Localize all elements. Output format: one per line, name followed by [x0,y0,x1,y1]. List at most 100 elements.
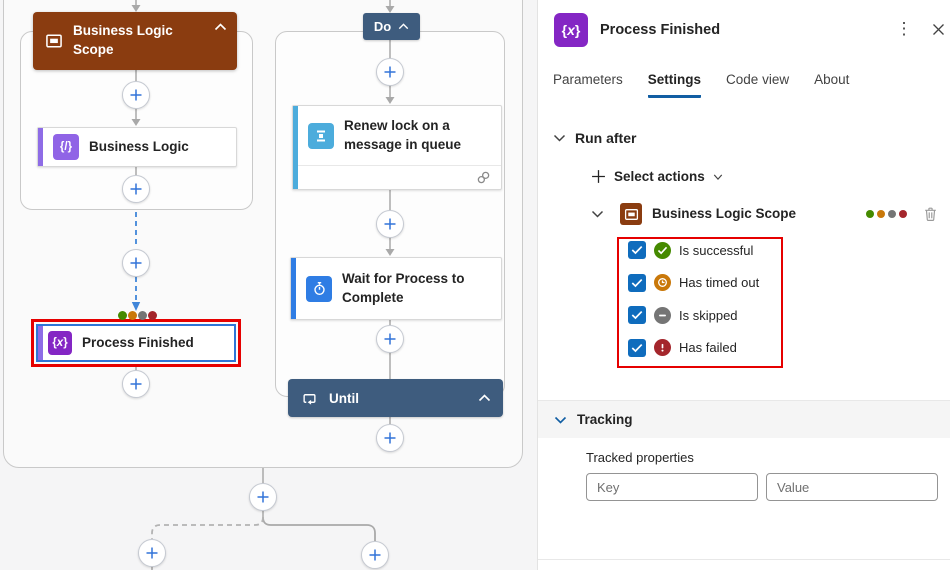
select-actions-label: Select actions [614,169,705,184]
workflow-canvas[interactable]: Business Logic Scope {/} Business Logic … [0,0,537,570]
tab-parameters[interactable]: Parameters [553,72,623,87]
panel-tabs: Parameters Settings Code view About [553,72,849,98]
scope-row-expand-chevron[interactable] [591,209,604,219]
close-icon [932,23,944,35]
collapse-chevron-icon[interactable] [214,22,227,32]
action-details-panel: {x} Process Finished ⋮ Parameters Settin… [537,0,950,570]
status-row: Has failed [628,338,759,357]
skipped-dot [138,311,147,320]
tracking-section-toggle[interactable]: Tracking [538,401,950,438]
action-node-renew-lock[interactable]: Renew lock on a message in queue [292,105,502,190]
insert-action-button[interactable] [249,483,277,511]
tab-about[interactable]: About [814,72,850,87]
timed-out-dot [877,210,885,218]
status-row: Is successful [628,241,759,259]
tracking-label: Tracking [577,412,633,427]
insert-action-button[interactable] [122,370,150,398]
run-after-status-dots [118,311,157,320]
collapse-chevron-icon[interactable] [478,393,491,403]
accent-bar [38,326,43,360]
run-after-section-toggle[interactable]: Run after [553,130,636,146]
insert-action-button[interactable] [361,541,389,569]
succeeded-dot [118,311,127,320]
status-checkbox[interactable] [628,241,646,259]
code-braces-icon: {/} [53,134,79,160]
status-checkbox[interactable] [628,273,646,292]
accent-bar [38,128,43,166]
status-row: Is skipped [628,306,759,324]
status-checkbox[interactable] [628,338,646,357]
scope-node-business-logic-scope[interactable]: Business Logic Scope [33,12,237,70]
scope-icon [45,32,63,50]
action-node-process-finished[interactable]: {x} Process Finished [36,324,236,362]
scope-icon [620,203,642,225]
insert-action-button[interactable] [376,325,404,353]
do-label: Do [373,19,392,34]
status-label: Is skipped [679,307,738,323]
status-label: Is successful [679,242,754,258]
accent-bar [293,106,298,189]
run-after-status-dots [866,210,907,218]
tracked-properties-label: Tracked properties [586,450,694,465]
status-row: Has timed out [628,273,760,292]
run-after-label: Run after [575,130,637,146]
plus-icon [592,170,605,183]
connection-link-icon [477,171,490,184]
insert-action-button[interactable] [376,210,404,238]
timed-out-icon [654,274,671,291]
insert-action-button[interactable] [122,175,150,203]
action-node-label: Process Finished [82,334,194,350]
do-loop-header[interactable]: Do [363,13,420,40]
stopwatch-icon [306,275,332,302]
action-node-label: Business Logic [89,138,189,154]
run-after-status-list: Is successful Has timed out Is skipped [628,241,759,371]
succeeded-dot [866,210,874,218]
skipped-dot [888,210,896,218]
close-panel-button[interactable] [926,17,950,41]
status-label: Has timed out [679,275,760,290]
delete-run-after-button[interactable] [922,205,939,223]
status-label: Has failed [679,340,737,355]
skipped-icon [654,306,671,324]
chevron-down-icon [713,174,722,180]
chevron-down-icon [553,134,566,142]
scope-row-label: Business Logic Scope [652,206,797,221]
action-node-label: Wait for Process to Complete [342,271,465,305]
tracked-property-key-input[interactable] [586,473,758,501]
loop-icon [302,391,317,406]
variable-x-icon: {x} [554,13,588,47]
select-actions-dropdown[interactable]: Select actions [591,169,723,184]
action-node-label: Renew lock on a message in queue [344,118,462,152]
tracked-property-value-input[interactable] [766,473,938,501]
insert-action-button[interactable] [122,81,150,109]
annotation-highlight-box: {x} Process Finished [31,319,241,367]
service-bus-queue-icon [308,122,334,149]
insert-action-button[interactable] [138,539,166,567]
variable-x-icon: {x} [48,331,72,355]
tab-settings[interactable]: Settings [647,72,702,98]
failed-icon [654,339,671,356]
failed-dot [899,210,907,218]
failed-dot [148,311,157,320]
insert-action-button[interactable] [122,249,150,277]
status-checkbox[interactable] [628,306,646,324]
more-options-button[interactable]: ⋮ [895,19,913,38]
until-label: Until [329,390,359,406]
insert-action-button[interactable] [376,58,404,86]
until-loop-footer[interactable]: Until [288,379,503,417]
run-after-scope-row: Business Logic Scope [538,203,950,227]
section-divider [538,400,950,401]
accent-bar [291,258,296,319]
succeeded-icon [654,241,671,259]
trash-icon [925,207,936,221]
section-divider [538,559,950,560]
action-node-wait-for-process[interactable]: Wait for Process to Complete [290,257,502,320]
action-node-business-logic[interactable]: {/} Business Logic [37,127,237,167]
scope-node-label: Business Logic Scope [73,23,173,57]
chevron-down-icon [554,415,567,425]
collapse-chevron-icon[interactable] [398,22,409,31]
timed-out-dot [128,311,137,320]
tab-code-view[interactable]: Code view [726,72,790,87]
insert-action-button[interactable] [376,424,404,452]
